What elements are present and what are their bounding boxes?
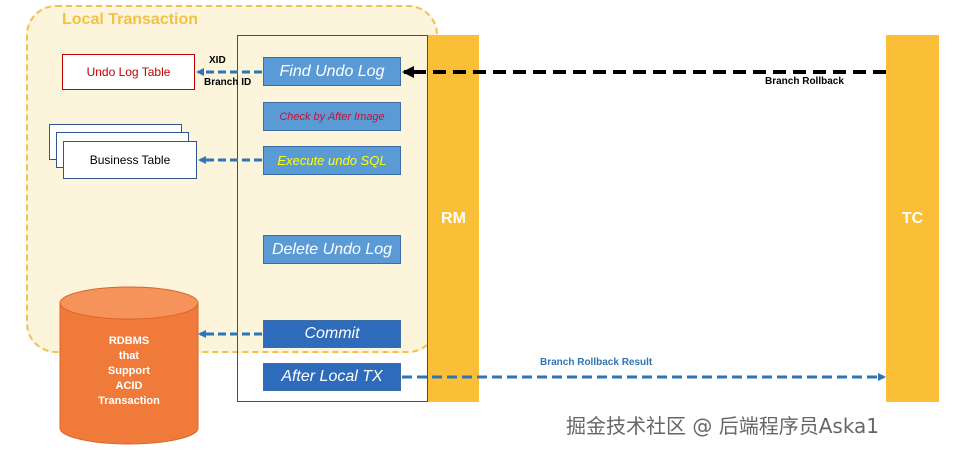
undo-log-table: Undo Log Table [62,54,195,90]
rm-label: RM [441,209,466,227]
after-local-tx-step: After Local TX [263,363,401,391]
branch-id-label: Branch ID [204,77,252,88]
execute-undo-sql-step: Execute undo SQL [263,146,401,175]
tc-label: TC [901,209,924,227]
tc-bar: TC [886,35,939,402]
find-undo-log-step: Find Undo Log [263,57,401,86]
local-transaction-title: Local Transaction [62,11,199,28]
business-table: Business Table [63,141,197,179]
database-label: RDBMS that Support ACID Transaction [98,335,160,407]
branch-rollback-result-label: Branch Rollback Result [540,357,653,368]
branch-rollback-label: Branch Rollback [765,76,844,87]
check-by-after-image-step: Check by After Image [263,102,401,131]
commit-step: Commit [263,320,401,348]
rm-bar: RM [428,35,479,402]
delete-undo-log-step: Delete Undo Log [263,235,401,264]
transaction-steps-panel [237,35,428,402]
watermark-text: 掘金技术社区 @ 后端程序员Aska1 [566,414,880,438]
database-cylinder [59,286,199,445]
xid-label: XID [209,55,226,66]
